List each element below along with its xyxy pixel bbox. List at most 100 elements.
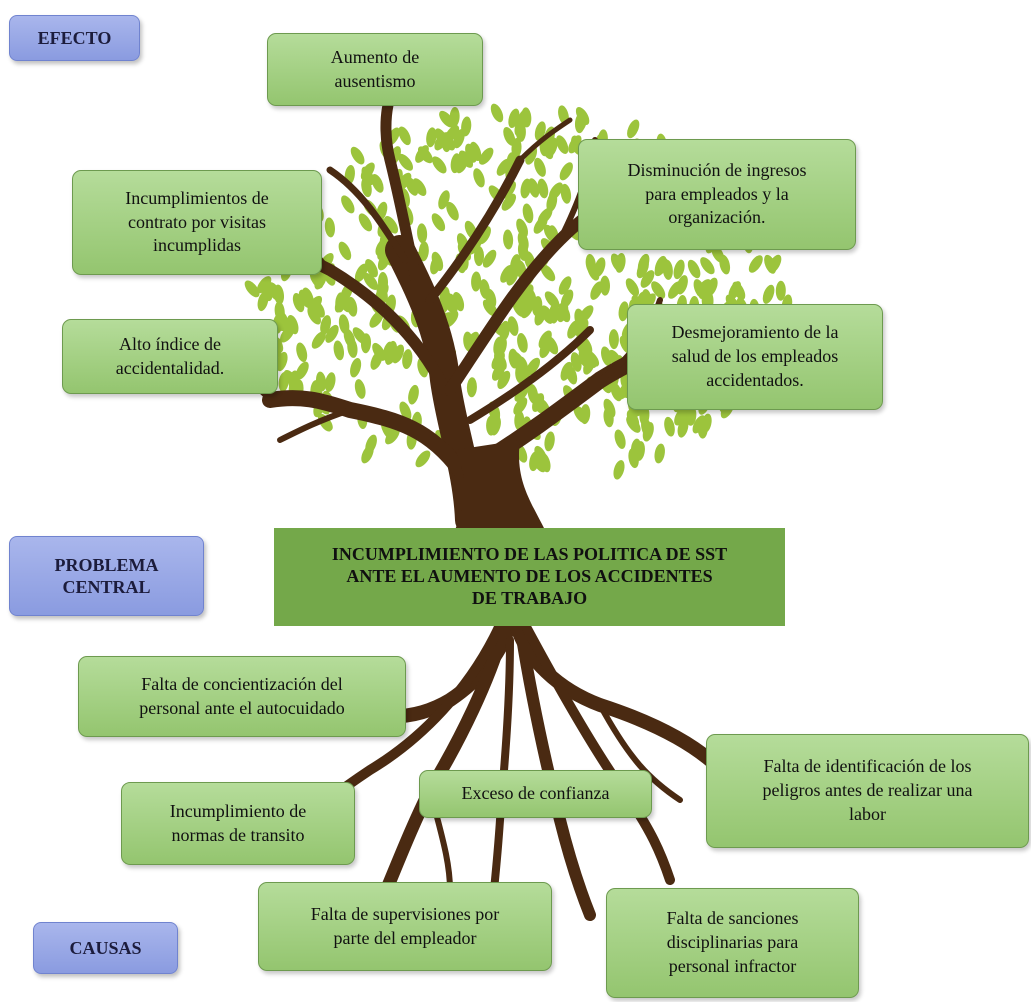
branch <box>380 99 426 306</box>
leaf <box>431 213 446 232</box>
leaf <box>608 329 619 350</box>
leaf <box>628 448 639 469</box>
leaf <box>508 108 520 129</box>
leaf <box>296 342 308 363</box>
leaf <box>350 357 362 378</box>
leaf <box>320 315 332 335</box>
leaf <box>497 370 511 390</box>
leaf <box>520 178 532 199</box>
leaf <box>412 178 427 196</box>
leaf <box>517 109 529 129</box>
leaf <box>529 451 540 472</box>
leaf <box>458 150 474 168</box>
leaf <box>491 362 506 381</box>
leaf <box>532 296 543 317</box>
leaf <box>361 177 372 198</box>
leaf <box>434 132 448 151</box>
leaf <box>450 153 461 174</box>
leaf <box>398 126 411 146</box>
leaf <box>696 279 712 297</box>
leaf <box>473 168 485 188</box>
leaf <box>408 384 419 405</box>
leaf <box>503 229 514 250</box>
leaf <box>478 147 494 165</box>
leaf <box>471 271 482 292</box>
cause-box-lack-of-supervision: Falta de supervisiones por parte del emp… <box>258 882 552 971</box>
leaf <box>508 348 519 369</box>
leaf <box>687 259 701 279</box>
leaf <box>614 429 626 449</box>
leaf <box>466 377 477 398</box>
effect-box-income-decrease: Disminución de ingresos para empleados y… <box>578 139 856 250</box>
leaf <box>371 174 384 193</box>
leaf <box>516 218 528 238</box>
leaf <box>576 111 588 132</box>
leaf <box>333 340 345 361</box>
leaf <box>599 275 611 296</box>
leaf <box>283 370 299 387</box>
leaf <box>385 427 400 445</box>
leaf <box>668 281 682 299</box>
leaf <box>677 418 689 438</box>
leaf <box>615 252 626 273</box>
leaf <box>402 349 413 370</box>
leaf <box>548 182 563 200</box>
leaf <box>315 371 327 392</box>
leaf <box>463 331 474 352</box>
leaf <box>764 254 777 274</box>
leaf <box>748 255 763 273</box>
cause-box-no-sanctions: Falta de sanciones disciplinarias para p… <box>606 888 859 998</box>
leaf <box>544 431 555 452</box>
branch <box>326 166 409 264</box>
leaf <box>640 270 655 288</box>
leaf <box>654 443 665 464</box>
leaf <box>590 281 603 300</box>
leaf <box>372 342 386 361</box>
leaf <box>560 361 573 381</box>
leaf <box>573 405 588 424</box>
leaf <box>540 305 554 324</box>
leaf <box>267 282 281 301</box>
leaf <box>324 372 336 392</box>
leaf <box>244 280 260 298</box>
leaf <box>365 434 377 454</box>
leaf <box>398 153 413 171</box>
leaf <box>641 417 652 438</box>
leaf <box>762 284 775 304</box>
leaf <box>490 415 501 436</box>
leaf <box>346 296 358 317</box>
cause-box-self-care-awareness: Falta de concientización del personal an… <box>78 656 406 737</box>
leaf <box>626 415 641 433</box>
leaf <box>280 325 295 343</box>
branch <box>425 155 525 305</box>
leaf <box>664 416 675 437</box>
cause-box-hazard-identification: Falta de identificación de los peligros … <box>706 734 1029 848</box>
leaf <box>705 277 718 297</box>
leaf <box>527 384 539 404</box>
branch <box>517 117 573 163</box>
leaf <box>517 333 528 353</box>
leaf <box>558 276 572 295</box>
leaf <box>311 331 326 349</box>
leaf <box>446 201 459 221</box>
leaf <box>426 127 437 148</box>
leaf <box>377 272 389 292</box>
leaf <box>500 264 514 283</box>
leaf <box>461 116 472 137</box>
central-problem-label: PROBLEMA CENTRAL <box>9 536 204 616</box>
leaf <box>578 305 594 323</box>
leaf <box>538 330 552 349</box>
leaf <box>697 418 708 439</box>
leaf <box>556 302 569 323</box>
leaf <box>534 157 546 177</box>
leaf <box>522 203 534 224</box>
leaf <box>673 259 685 280</box>
leaf <box>568 135 582 154</box>
leaf <box>700 257 715 275</box>
leaf <box>496 158 511 176</box>
leaf <box>439 110 455 128</box>
leaf <box>651 281 666 299</box>
leaf <box>384 215 399 234</box>
causes-label: CAUSAS <box>33 922 178 974</box>
leaf <box>513 397 528 415</box>
